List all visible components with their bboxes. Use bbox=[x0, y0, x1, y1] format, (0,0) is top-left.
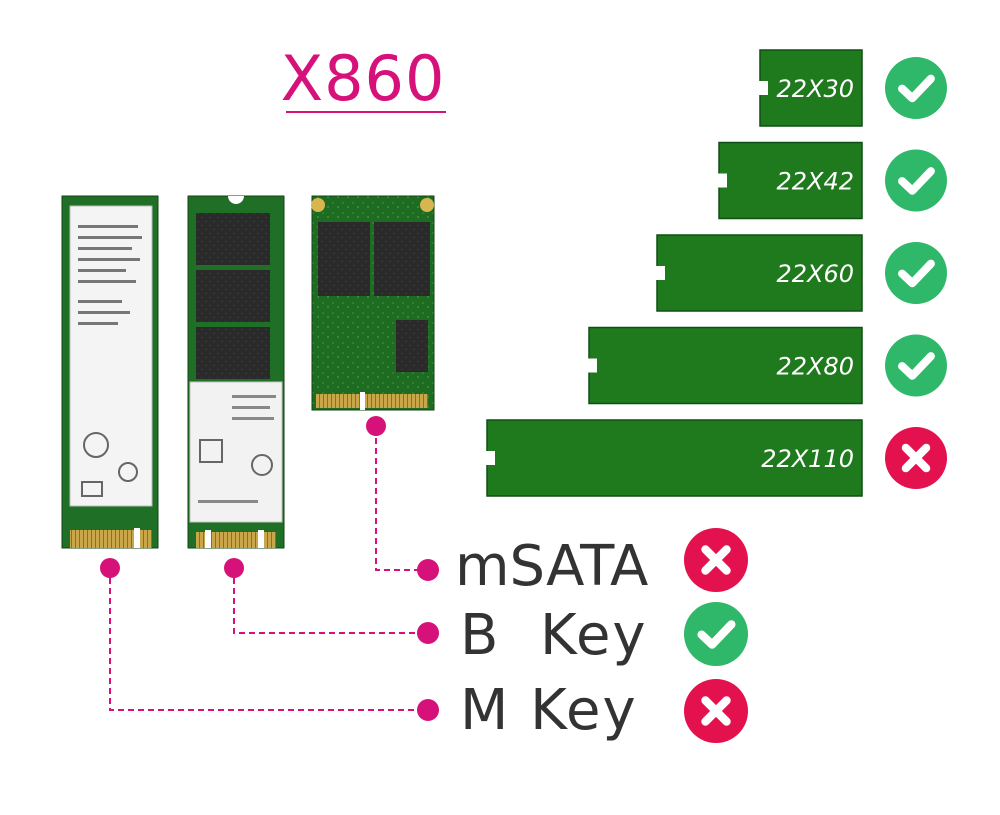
pcb-bar bbox=[588, 326, 863, 405]
length-bars: 22X30 22X42 22X60 22X80 22X110 bbox=[486, 49, 947, 497]
length-label: 22X110 bbox=[761, 445, 854, 473]
cert-icon bbox=[118, 462, 138, 482]
cross-circle-icon bbox=[885, 427, 947, 489]
interface-list: mSATA B Key M Key bbox=[455, 534, 648, 743]
length-bar: 22X110 bbox=[486, 419, 947, 497]
cert-icon bbox=[83, 432, 109, 458]
length-label: 22X42 bbox=[776, 168, 854, 196]
bar-notch bbox=[656, 266, 665, 280]
label-text-lines bbox=[78, 225, 142, 325]
pcb-bar bbox=[759, 49, 863, 127]
interface-status-icons bbox=[684, 528, 748, 743]
check-circle-icon bbox=[885, 334, 947, 397]
length-bar: 22X60 bbox=[656, 234, 947, 312]
pcb-bar bbox=[486, 419, 863, 497]
cross-circle-icon bbox=[684, 528, 748, 592]
length-bar: 22X80 bbox=[588, 326, 947, 405]
page-title: X860 bbox=[281, 42, 446, 115]
qr-code-icon bbox=[199, 439, 223, 463]
check-circle-icon bbox=[684, 602, 748, 666]
length-bar: 22X42 bbox=[718, 141, 947, 220]
check-circle-icon bbox=[885, 149, 947, 212]
interface-label-b-key: B Key bbox=[460, 603, 648, 668]
cross-circle-icon bbox=[684, 679, 748, 743]
length-label: 22X60 bbox=[776, 260, 854, 288]
cert-icon bbox=[251, 454, 273, 476]
bar-notch bbox=[486, 451, 495, 465]
check-circle-icon bbox=[885, 242, 947, 304]
length-label: 22X80 bbox=[776, 353, 854, 381]
ssd-b-key-card bbox=[187, 195, 285, 549]
connector-dots bbox=[100, 416, 439, 721]
connector-lines bbox=[109, 428, 428, 711]
pcb-bar bbox=[718, 141, 863, 220]
length-label: 22X30 bbox=[776, 75, 854, 103]
pcb-bar bbox=[656, 234, 863, 312]
length-bar: 22X30 bbox=[759, 49, 947, 127]
ssd-m-key-card bbox=[61, 195, 159, 549]
interface-label-msata: mSATA bbox=[455, 534, 648, 599]
interface-label-m-key: M Key bbox=[460, 678, 638, 743]
bar-notch bbox=[718, 173, 727, 188]
recycle-icon bbox=[81, 481, 103, 497]
ssd-msata-card bbox=[311, 195, 435, 411]
bar-notch bbox=[759, 81, 768, 95]
check-circle-icon bbox=[885, 57, 947, 119]
bar-notch bbox=[588, 358, 597, 373]
